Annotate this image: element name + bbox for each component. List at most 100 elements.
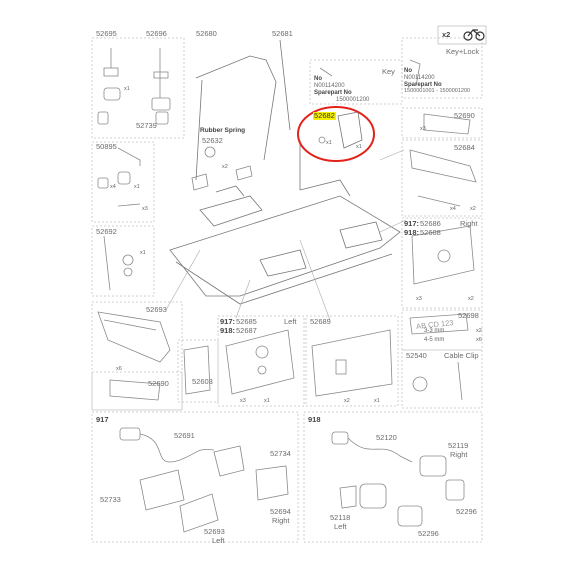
part-52120: 52120 <box>376 433 397 442</box>
qty-marker: x1 <box>140 250 146 256</box>
key-sparepart-label: Sparepart No <box>314 90 352 96</box>
qty-marker: x1 <box>134 184 140 190</box>
qty-marker: x2 <box>222 164 228 170</box>
part-52689: 52689 <box>310 317 331 326</box>
part-52681: 52681 <box>272 29 293 38</box>
cable-clip-label: Cable Clip <box>444 351 479 360</box>
size-a-label: 3-3 mm <box>424 328 445 334</box>
qty-marker: x3 <box>142 206 148 212</box>
part-52684: 52684 <box>454 143 475 152</box>
frame-top-left-parts <box>91 37 185 139</box>
qty-marker: x1 <box>124 86 130 92</box>
bike-count-label: x2 <box>442 30 451 39</box>
size-b-label: 4-5 mm <box>424 337 445 343</box>
part-52540: 52540 <box>406 351 427 360</box>
carrier-body-drawing <box>169 39 401 305</box>
allen-key-drawing <box>117 147 141 166</box>
part-52685: 52685 <box>236 317 257 326</box>
part-52734: 52734 <box>270 449 291 458</box>
rubber-spring-label: Rubber Spring <box>200 127 246 134</box>
frame-52686 <box>401 217 483 309</box>
part-52687: 52687 <box>236 326 257 335</box>
qty-marker: x4 <box>450 206 456 212</box>
highlight-circle <box>297 106 375 162</box>
left-bottom-left-label: Left <box>212 536 225 545</box>
part-52698: 52698 <box>458 311 479 320</box>
frame-52690-left <box>91 371 183 411</box>
variant-918-bottom: 918 <box>308 415 321 424</box>
qty-marker: x6 <box>476 337 482 343</box>
lights-918-drawing <box>331 431 465 527</box>
frame-52603 <box>177 339 219 403</box>
part-52695: 52695 <box>96 29 117 38</box>
clamp-52696-drawing <box>151 48 171 125</box>
part-52682-highlighted: 52682 <box>313 111 336 120</box>
variant-917-left: 917: <box>220 317 236 326</box>
key-no-label: No <box>314 76 322 82</box>
part-52686: 52686 <box>420 219 441 228</box>
frame-52684 <box>401 139 483 217</box>
qty-marker: x4 <box>110 184 116 190</box>
part-52693: 52693 <box>146 305 167 314</box>
qty-marker: x3 <box>240 398 246 404</box>
frame-52690-right <box>401 107 483 139</box>
frame-allen-key <box>91 141 155 223</box>
qty-marker: x6 <box>116 366 122 372</box>
part-52119: 52119 <box>448 441 469 450</box>
left-bottom-right-label: Left <box>334 522 347 531</box>
right-bottom-right-label: Right <box>450 450 468 459</box>
key-title: Key <box>382 67 395 76</box>
part-52603: 52603 <box>192 377 213 386</box>
frame-52689 <box>305 315 399 407</box>
qty-marker: x1 <box>264 398 270 404</box>
qty-marker: x3 <box>416 296 422 302</box>
part-52296-b: 52296 <box>418 529 439 538</box>
part-52690-left: 52690 <box>148 379 169 388</box>
variant-918-right: 918: <box>404 228 420 237</box>
part-52680: 52680 <box>196 29 217 38</box>
frame-52692 <box>91 225 155 297</box>
lights-917-drawing <box>119 427 289 533</box>
key-no-range: N00114200 <box>314 83 345 89</box>
part-52632: 52632 <box>202 136 223 145</box>
part-52694: 52694 <box>270 507 291 516</box>
part-52690-right: 52690 <box>454 111 475 120</box>
clamp-52695-drawing <box>97 48 121 125</box>
part-50895: 50895 <box>96 142 117 151</box>
qty-marker: x1 <box>326 140 332 146</box>
right-bottom-left-label: Right <box>272 516 290 525</box>
frame-52540 <box>401 349 483 409</box>
part-52739: 52739 <box>136 121 157 130</box>
part-52692: 52692 <box>96 227 117 236</box>
part-52691: 52691 <box>174 431 195 440</box>
part-52296-a: 52296 <box>456 507 477 516</box>
qty-marker: x1 <box>356 144 362 150</box>
qty-marker: x2 <box>470 206 476 212</box>
part-52693-bottom: 52693 <box>204 527 225 536</box>
left-label: Left <box>284 317 297 326</box>
qty-marker: x1 <box>374 398 380 404</box>
part-52696: 52696 <box>146 29 167 38</box>
part-52682-drawing <box>337 111 363 149</box>
key-lock-sparepart-label: Sparepart No <box>404 82 442 88</box>
key-lock-no-range: N00114200 <box>404 75 435 81</box>
key-sparepart-range: 1500001200 <box>336 97 370 103</box>
frame-key-lock <box>401 37 483 99</box>
frame-918-bottom <box>303 411 483 543</box>
qty-marker: x3 <box>420 126 426 132</box>
part-52688: 52688 <box>420 228 441 237</box>
variant-917-right: 917: <box>404 219 420 228</box>
part-52733: 52733 <box>100 495 121 504</box>
qty-marker: x2 <box>476 328 482 334</box>
frame-52693 <box>91 301 183 411</box>
bike-icon <box>463 29 485 41</box>
qty-marker: x2 <box>468 296 474 302</box>
variant-918-left: 918: <box>220 326 236 335</box>
key-lock-title: Key+Lock <box>446 47 480 56</box>
key-lock-no-label: No <box>404 68 412 74</box>
header-frame <box>437 25 487 45</box>
frame-917-bottom <box>91 411 299 543</box>
key-lock-sparepart-range: 1500001001 - 1500001200 <box>404 88 471 94</box>
